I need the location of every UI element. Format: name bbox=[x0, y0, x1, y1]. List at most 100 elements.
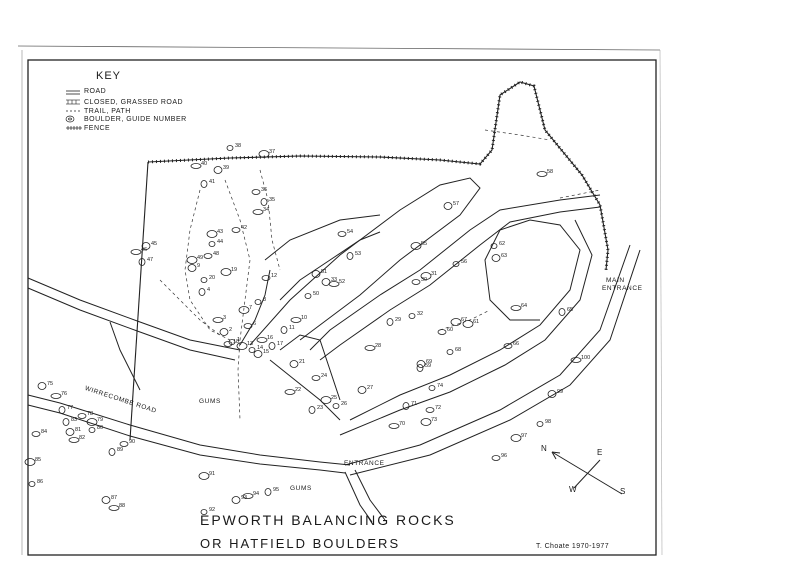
boulder-number-2: 2 bbox=[229, 327, 233, 333]
boulder-mark-93 bbox=[231, 496, 241, 504]
boulder-number-11: 11 bbox=[289, 325, 295, 331]
boulder-number-68: 68 bbox=[455, 347, 462, 353]
boulder-mark-19 bbox=[220, 268, 232, 276]
boulder-number-14: 14 bbox=[257, 345, 264, 351]
boulder-number-76: 76 bbox=[61, 391, 68, 397]
fence-symbol bbox=[66, 126, 82, 130]
boulder-mark-42 bbox=[231, 227, 241, 233]
boulder-mark-86 bbox=[28, 481, 36, 487]
boulder-mark-40 bbox=[190, 163, 202, 169]
boulder-mark-98 bbox=[536, 421, 544, 427]
boulder-number-29: 29 bbox=[395, 317, 402, 323]
boulder-mark-69 bbox=[416, 360, 426, 368]
boulder-mark-48 bbox=[203, 253, 213, 259]
boulder-number-69: 69 bbox=[426, 359, 433, 365]
boulder-number-30: 30 bbox=[421, 277, 428, 283]
boulder-number-85: 85 bbox=[35, 457, 42, 463]
boulder-mark-17 bbox=[268, 342, 276, 350]
boulder-number-45: 45 bbox=[151, 241, 158, 247]
boulder-number-86: 86 bbox=[37, 479, 44, 485]
boulder-number-91: 91 bbox=[209, 471, 216, 477]
boulder-mark-89 bbox=[108, 448, 116, 456]
compass-s: S bbox=[620, 487, 626, 496]
boulder-mark-59 bbox=[416, 364, 424, 372]
boulder-number-46: 46 bbox=[141, 247, 148, 253]
boulder-mark-41 bbox=[200, 180, 208, 188]
boulder-number-43: 43 bbox=[217, 229, 224, 235]
boulder-number-50: 50 bbox=[313, 291, 320, 297]
boulder-mark-96 bbox=[491, 455, 501, 461]
map-subtitle: OR HATFIELD BOULDERS bbox=[200, 536, 401, 551]
boulder-mark-85 bbox=[24, 458, 36, 466]
boulder-number-82: 82 bbox=[79, 435, 86, 441]
boulder-number-15: 15 bbox=[263, 349, 270, 355]
boulder-number-12: 12 bbox=[271, 273, 278, 279]
boulder-mark-72 bbox=[425, 407, 435, 413]
boulder-mark-30 bbox=[411, 279, 421, 285]
boulder-mark-62 bbox=[490, 243, 498, 249]
boulder-number-74: 74 bbox=[437, 383, 444, 389]
boulder-number-47: 47 bbox=[147, 257, 154, 263]
boulder-mark-26 bbox=[332, 403, 340, 409]
boulder-number-80: 80 bbox=[97, 425, 104, 431]
main-entrance-label: MAIN bbox=[606, 277, 625, 284]
boulder-mark-20 bbox=[200, 277, 208, 283]
compass-w: W bbox=[569, 485, 577, 494]
boulder-mark-73 bbox=[420, 418, 432, 426]
boulder-number-42: 42 bbox=[241, 225, 248, 231]
boulder-number-21: 21 bbox=[299, 359, 306, 365]
map-border bbox=[27, 59, 657, 556]
boulder-mark-7 bbox=[238, 306, 250, 314]
boulder-number-98: 98 bbox=[545, 419, 552, 425]
boulder-mark-37 bbox=[258, 150, 270, 158]
boulder-symbol bbox=[65, 115, 75, 123]
boulder-number-3: 3 bbox=[223, 315, 227, 321]
boulder-number-7: 7 bbox=[249, 305, 253, 311]
boulder-number-57: 57 bbox=[453, 201, 460, 207]
boulder-mark-35 bbox=[260, 198, 268, 206]
boulder-number-59: 59 bbox=[425, 363, 432, 369]
boulder-number-97: 97 bbox=[521, 433, 528, 439]
boulder-number-54: 54 bbox=[347, 229, 354, 235]
boulder-mark-61 bbox=[462, 320, 474, 328]
boulder-number-17: 17 bbox=[277, 341, 284, 347]
boulder-number-89: 89 bbox=[117, 447, 124, 453]
boulder-mark-56 bbox=[452, 261, 460, 267]
boulder-mark-24 bbox=[311, 375, 321, 381]
boulder-number-93: 93 bbox=[241, 495, 248, 501]
boulder-number-71: 71 bbox=[411, 401, 418, 407]
boulder-mark-44 bbox=[208, 241, 216, 247]
boulder-mark-100 bbox=[570, 357, 582, 363]
boulder-mark-90 bbox=[119, 441, 129, 447]
boulder-number-60: 60 bbox=[447, 327, 454, 333]
boulder-number-83: 83 bbox=[71, 417, 78, 423]
boulder-mark-63 bbox=[491, 254, 501, 262]
map-credit: T. Choate 1970-1977 bbox=[536, 543, 609, 550]
boulder-mark-51 bbox=[311, 270, 321, 278]
boulder-mark-94 bbox=[242, 493, 254, 499]
boulder-number-84: 84 bbox=[41, 429, 48, 435]
entrance-label: ENTRANCE bbox=[344, 460, 385, 467]
boulder-mark-9 bbox=[187, 264, 197, 272]
boulder-mark-95 bbox=[264, 488, 272, 496]
boulder-number-65: 65 bbox=[567, 307, 574, 313]
boulder-number-66: 66 bbox=[513, 341, 520, 347]
boulder-number-100: 100 bbox=[581, 355, 591, 361]
boulder-mark-32 bbox=[408, 313, 416, 319]
boulder-mark-21 bbox=[289, 360, 299, 368]
boulder-number-55: 55 bbox=[421, 241, 428, 247]
boulder-mark-12 bbox=[261, 275, 271, 281]
boulder-number-95: 95 bbox=[273, 487, 280, 493]
boulder-number-52: 52 bbox=[339, 279, 346, 285]
page-right-edge bbox=[659, 49, 663, 556]
key-title: KEY bbox=[96, 70, 122, 82]
boulder-number-62: 62 bbox=[499, 241, 506, 247]
boulder-mark-50 bbox=[304, 293, 312, 299]
boulder-number-64: 64 bbox=[521, 303, 528, 309]
boulder-number-81: 81 bbox=[75, 427, 82, 433]
boulder-mark-60 bbox=[437, 329, 447, 335]
boulder-number-87: 87 bbox=[111, 495, 118, 501]
boulder-number-9: 9 bbox=[197, 263, 201, 269]
boulder-mark-4 bbox=[198, 288, 206, 296]
boulder-mark-38 bbox=[226, 145, 234, 151]
